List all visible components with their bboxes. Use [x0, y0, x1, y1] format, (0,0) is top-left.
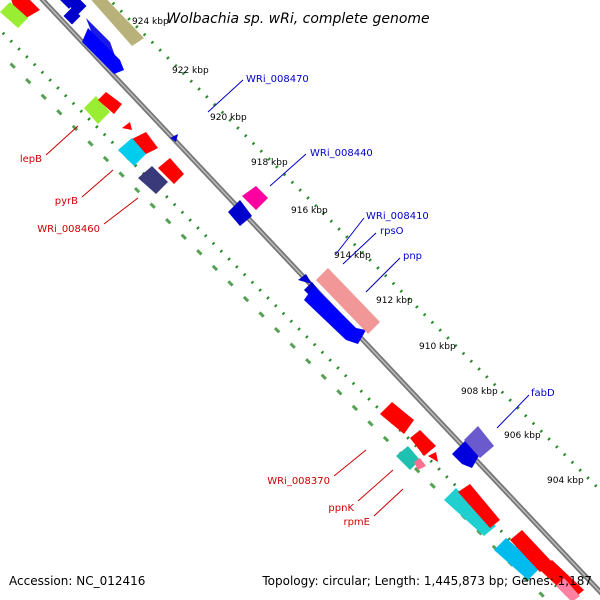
reverse-strand-features — [0, 0, 584, 600]
gene-feature — [228, 200, 252, 226]
tick-label: 920 kbp — [210, 113, 247, 123]
gene-label: WRi_008470 — [246, 74, 309, 85]
tick-label: 922 kbp — [172, 66, 209, 76]
tick-label: 916 kbp — [291, 206, 328, 216]
gene-feature — [494, 538, 540, 580]
topology-text: Topology: circular; Length: 1,445,873 bp… — [262, 574, 592, 588]
forward-strand-features — [59, 0, 494, 468]
gene-feature — [316, 268, 380, 334]
tick-label: 904 kbp — [547, 476, 584, 486]
gene-feature — [0, 2, 28, 28]
label-leader — [365, 257, 401, 293]
inner-ring-dotted — [0, 27, 562, 592]
reverse-gene-labels: lepB pyrB WRi_008460 WRi_008370 ppnK rpm… — [20, 125, 404, 528]
label-leader — [357, 469, 394, 502]
gene-feature — [380, 402, 414, 434]
map-title: Wolbachia sp. wRi, complete genome — [166, 11, 429, 27]
gene-feature — [410, 430, 436, 456]
gene-feature — [84, 96, 110, 124]
gene-feature — [118, 138, 146, 166]
tick-label: 924 kbp — [132, 17, 169, 27]
tick-label: 908 kbp — [461, 387, 498, 397]
label-leader — [335, 217, 365, 255]
gene-feature — [130, 132, 158, 154]
gene-label: rpmE — [343, 517, 370, 528]
tick-label: 914 kbp — [334, 251, 371, 261]
gene-label: fabD — [531, 388, 555, 399]
gene-label: WRi_008460 — [37, 224, 100, 235]
gene-feature — [242, 186, 268, 210]
gene-label: rpsO — [380, 226, 404, 237]
label-leader — [333, 449, 367, 477]
gene-feature — [170, 134, 178, 142]
gene-label: WRi_008440 — [310, 148, 373, 159]
tick-labels: 924 kbp 922 kbp 920 kbp 918 kbp 916 kbp … — [132, 17, 584, 486]
label-leader — [269, 153, 307, 187]
tick-label: 918 kbp — [251, 158, 288, 168]
gene-label: ppnK — [328, 503, 354, 514]
gene-feature — [11, 0, 40, 18]
label-leader — [81, 169, 114, 198]
label-leader — [496, 394, 530, 429]
tick-label: 906 kbp — [504, 431, 541, 441]
outer-ring-dotted — [107, 0, 600, 493]
gene-feature — [304, 286, 366, 344]
gene-feature — [158, 158, 184, 184]
label-leader — [207, 79, 244, 113]
gene-feature — [98, 92, 122, 114]
gene-feature — [510, 530, 552, 572]
label-leader — [45, 125, 79, 156]
gene-feature — [444, 488, 496, 536]
gene-label: lepB — [20, 154, 42, 165]
label-leader — [342, 232, 377, 265]
gene-feature — [138, 166, 168, 194]
gene-label: pyrB — [55, 196, 78, 207]
gene-label: WRi_008370 — [267, 476, 330, 487]
gene-feature — [556, 578, 580, 600]
gene-feature — [464, 426, 494, 458]
gene-feature — [428, 452, 438, 462]
gene-label: WRi_008410 — [366, 211, 429, 222]
tick-label: 910 kbp — [419, 342, 456, 352]
gene-feature — [458, 484, 500, 528]
gene-feature — [298, 274, 312, 284]
label-leader — [103, 197, 139, 225]
gene-feature — [82, 28, 124, 74]
forward-gene-labels: WRi_008470 WRi_008440 WRi_008410 rpsO pn… — [207, 74, 555, 429]
accession-text: Accession: NC_012416 — [9, 574, 146, 588]
gene-feature — [63, 7, 81, 25]
tick-label: 912 kbp — [376, 296, 413, 306]
label-leader — [373, 488, 404, 517]
gene-feature — [122, 122, 132, 130]
gene-label: pnp — [403, 251, 422, 262]
gene-feature — [414, 458, 426, 470]
gene-feature — [396, 446, 420, 470]
gene-feature — [91, 0, 144, 46]
